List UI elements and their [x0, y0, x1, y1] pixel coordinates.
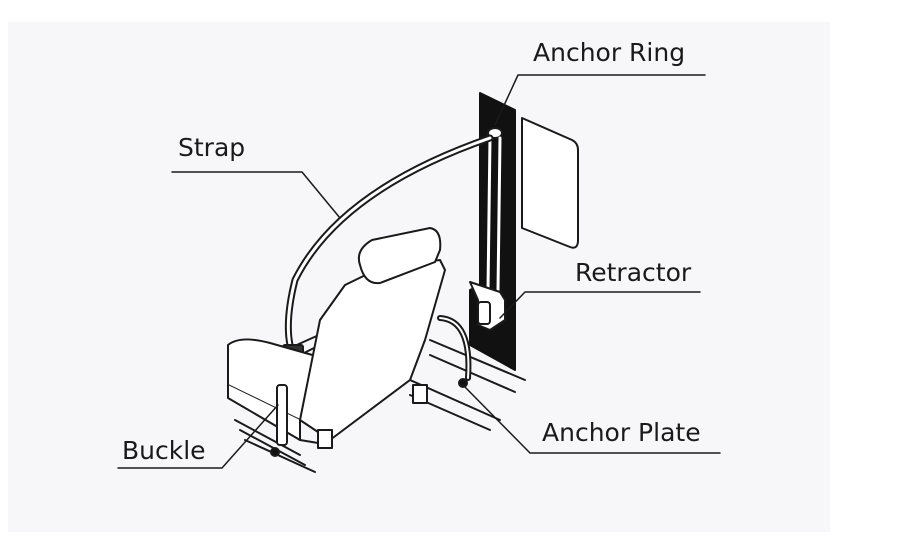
anchor-plate-bolt — [458, 378, 468, 388]
label-retractor: Retractor — [575, 258, 692, 287]
leader-buckle — [117, 404, 279, 469]
leader-anchor-ring — [494, 74, 706, 126]
seat-back — [299, 259, 446, 441]
label-strap: Strap — [178, 133, 246, 162]
leader-strap — [171, 171, 341, 219]
pillar-strap — [486, 136, 502, 292]
label-anchor-ring: Anchor Ring — [533, 38, 686, 67]
buckle-stalk — [276, 384, 288, 446]
leader-retractor — [499, 291, 701, 319]
headrest — [357, 227, 442, 285]
label-buckle: Buckle — [122, 436, 206, 465]
leader-anchor-plate — [462, 384, 721, 454]
label-anchor-plate: Anchor Plate — [542, 418, 701, 447]
window-panel — [521, 117, 579, 249]
